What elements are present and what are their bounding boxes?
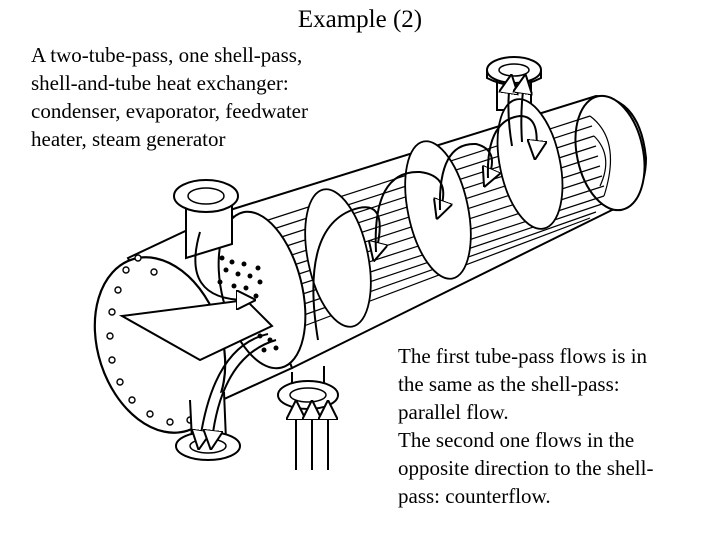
intro-line: heater, steam generator <box>31 127 226 151</box>
notes-line: opposite direction to the shell- <box>398 456 654 480</box>
notes-line: the same as the shell-pass: <box>398 372 620 396</box>
intro-text: A two-tube-pass, one shell-pass, shell-a… <box>31 41 371 153</box>
intro-line: condenser, evaporator, feedwater <box>31 99 308 123</box>
pass-partition-plate <box>118 298 274 362</box>
shell-inlet-nozzle <box>277 366 339 410</box>
tube-outlet-arrows <box>200 333 277 440</box>
notes-text: The first tube-pass flows is in the same… <box>398 342 698 510</box>
shell-side-flow-arrows <box>312 114 536 341</box>
notes-line: parallel flow. <box>398 400 509 424</box>
channel-flange-bolts <box>106 254 194 426</box>
shell-outlet-arrows <box>508 84 524 147</box>
notes-line: pass: counterflow. <box>398 484 551 508</box>
page-title: Example (2) <box>297 6 423 33</box>
shell-inlet-arrows <box>296 410 328 470</box>
notes-line: The second one flows in the <box>398 428 635 452</box>
intro-line: shell-and-tube heat exchanger: <box>31 71 289 95</box>
intro-line: A two-tube-pass, one shell-pass, <box>31 43 303 67</box>
tube-inlet-nozzle <box>173 179 246 300</box>
notes-line: The first tube-pass flows is in <box>398 344 648 368</box>
